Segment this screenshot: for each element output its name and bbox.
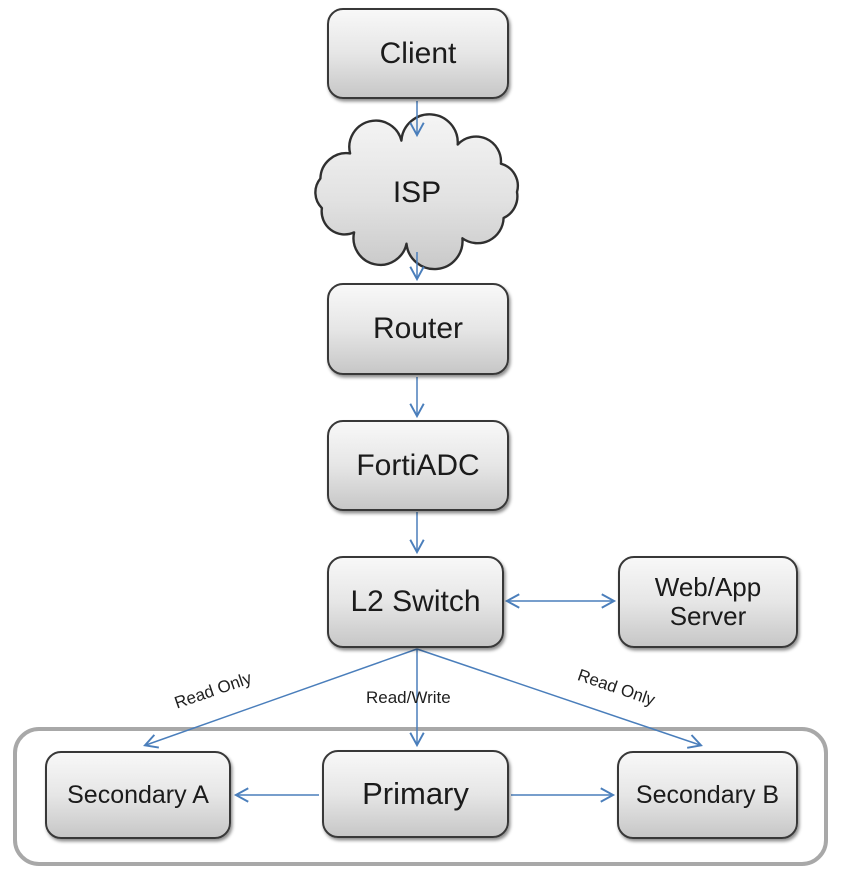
edge-label-read-only-left: Read Only: [171, 668, 255, 713]
node-primary: Primary: [322, 750, 509, 838]
node-l2-switch: L2 Switch: [327, 556, 504, 648]
node-primary-label: Primary: [362, 775, 469, 811]
edge-label-read-only-right: Read Only: [575, 665, 658, 710]
edge-label-read-write: Read/Write: [366, 688, 451, 707]
node-client: Client: [327, 8, 509, 99]
node-web-app-server: Web/App Server: [618, 556, 798, 648]
node-router-label: Router: [372, 312, 464, 346]
node-secondary-a-label: Secondary A: [67, 781, 209, 809]
node-secondary-b: Secondary B: [617, 751, 798, 839]
node-secondary-a: Secondary A: [45, 751, 231, 839]
node-isp-label: ISP: [392, 176, 442, 209]
node-client-label: Client: [379, 36, 457, 70]
node-web-app-server-label: Web/App Server: [654, 571, 762, 631]
node-router: Router: [327, 283, 509, 375]
node-fortiadc-label: FortiADC: [356, 448, 480, 482]
node-secondary-b-label: Secondary B: [635, 781, 780, 809]
node-fortiadc: FortiADC: [327, 420, 509, 511]
node-l2-switch-label: L2 Switch: [350, 585, 481, 619]
